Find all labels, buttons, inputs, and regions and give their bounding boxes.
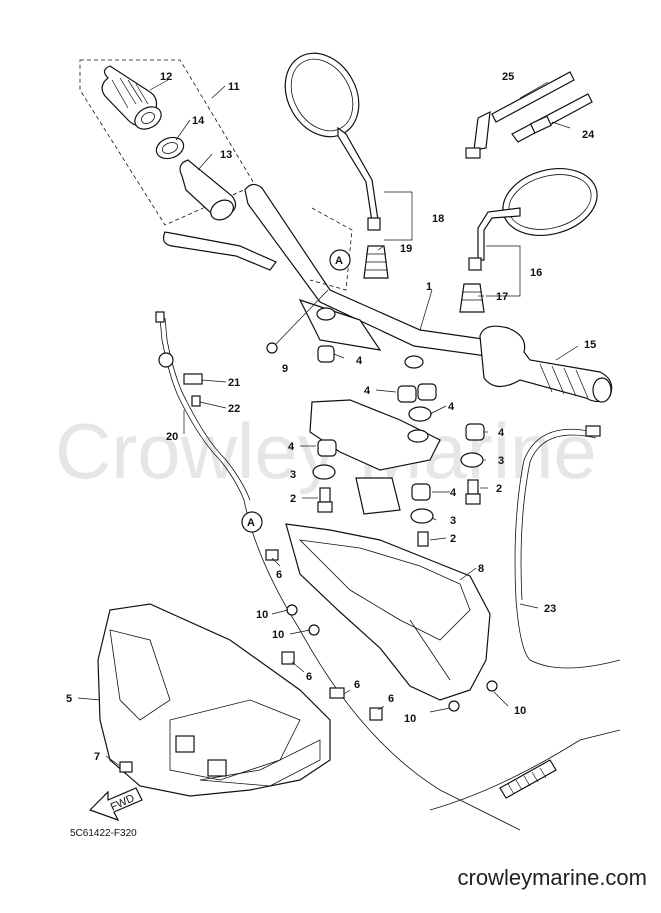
callout-2c: 2 bbox=[450, 533, 456, 545]
callout-1: 1 bbox=[426, 281, 432, 293]
callout-6a: 6 bbox=[276, 569, 282, 581]
callout-10c: 10 bbox=[404, 713, 416, 725]
callout-20: 20 bbox=[166, 431, 178, 443]
callout-4f: 4 bbox=[450, 487, 457, 499]
svg-text:FWD: FWD bbox=[109, 792, 137, 813]
left-grip bbox=[101, 65, 162, 130]
callout-18: 18 bbox=[432, 213, 444, 225]
right-grip bbox=[479, 325, 613, 403]
throttle-cable bbox=[159, 317, 521, 831]
front-cover bbox=[285, 523, 491, 701]
right-mirror-boot bbox=[459, 283, 485, 313]
leader-lines bbox=[77, 79, 579, 767]
callout-25: 25 bbox=[502, 71, 514, 83]
right-mirror bbox=[468, 168, 598, 271]
svg-text:A: A bbox=[335, 255, 343, 267]
bolt-9 bbox=[266, 342, 278, 354]
callout-3a: 3 bbox=[290, 469, 296, 481]
cable-spring bbox=[499, 759, 557, 799]
callout-4e: 4 bbox=[498, 427, 505, 439]
callouts: 12 11 14 13 25 24 18 19 16 17 1 15 9 4 4… bbox=[66, 71, 596, 763]
callout-13: 13 bbox=[220, 149, 232, 161]
callout-8: 8 bbox=[478, 563, 484, 575]
callout-4d: 4 bbox=[288, 441, 295, 453]
callout-3b: 3 bbox=[498, 455, 504, 467]
callout-4b: 4 bbox=[364, 385, 371, 397]
callout-14: 14 bbox=[192, 115, 205, 127]
callout-12: 12 bbox=[160, 71, 172, 83]
callout-6c: 6 bbox=[354, 679, 360, 691]
callout-16: 16 bbox=[530, 267, 542, 279]
callout-10a: 10 bbox=[256, 609, 268, 621]
callout-4a: 4 bbox=[356, 355, 363, 367]
callout-6b: 6 bbox=[306, 671, 312, 683]
mount-hardware bbox=[309, 307, 485, 547]
cable-ties bbox=[465, 71, 593, 159]
callout-11: 11 bbox=[228, 81, 240, 93]
callout-9: 9 bbox=[282, 363, 288, 375]
callout-4c: 4 bbox=[448, 401, 455, 413]
diagram-code: 5C61422-F320 bbox=[70, 828, 137, 839]
callout-15: 15 bbox=[584, 339, 596, 351]
left-mirror bbox=[284, 52, 381, 231]
callout-3c: 3 bbox=[450, 515, 456, 527]
callout-7: 7 bbox=[94, 751, 100, 763]
fasteners bbox=[119, 549, 498, 773]
callout-22: 22 bbox=[228, 403, 240, 415]
site-url[interactable]: crowleymarine.com bbox=[457, 865, 648, 890]
lower-cover bbox=[97, 603, 331, 797]
grip-ring bbox=[155, 136, 185, 160]
forward-arrow: FWD bbox=[88, 787, 143, 822]
brake-cable bbox=[514, 428, 621, 669]
bracket-outline bbox=[309, 207, 353, 291]
callout-17: 17 bbox=[496, 291, 508, 303]
callout-19: 19 bbox=[400, 243, 412, 255]
callout-21: 21 bbox=[228, 377, 240, 389]
callout-23: 23 bbox=[544, 603, 556, 615]
cable-end bbox=[155, 311, 165, 323]
callout-5: 5 bbox=[66, 693, 72, 705]
brake-lever bbox=[162, 231, 277, 271]
reference-a-top: A bbox=[329, 249, 351, 271]
throttle-pipe bbox=[179, 159, 237, 221]
callout-2a: 2 bbox=[290, 493, 296, 505]
callout-10d: 10 bbox=[514, 705, 526, 717]
reference-a-bottom: A bbox=[241, 511, 263, 533]
callout-6d: 6 bbox=[388, 693, 394, 705]
callout-2b: 2 bbox=[496, 483, 502, 495]
callout-24: 24 bbox=[582, 129, 595, 141]
cable-holder bbox=[183, 373, 203, 385]
callout-10b: 10 bbox=[272, 629, 284, 641]
svg-text:A: A bbox=[247, 517, 255, 529]
